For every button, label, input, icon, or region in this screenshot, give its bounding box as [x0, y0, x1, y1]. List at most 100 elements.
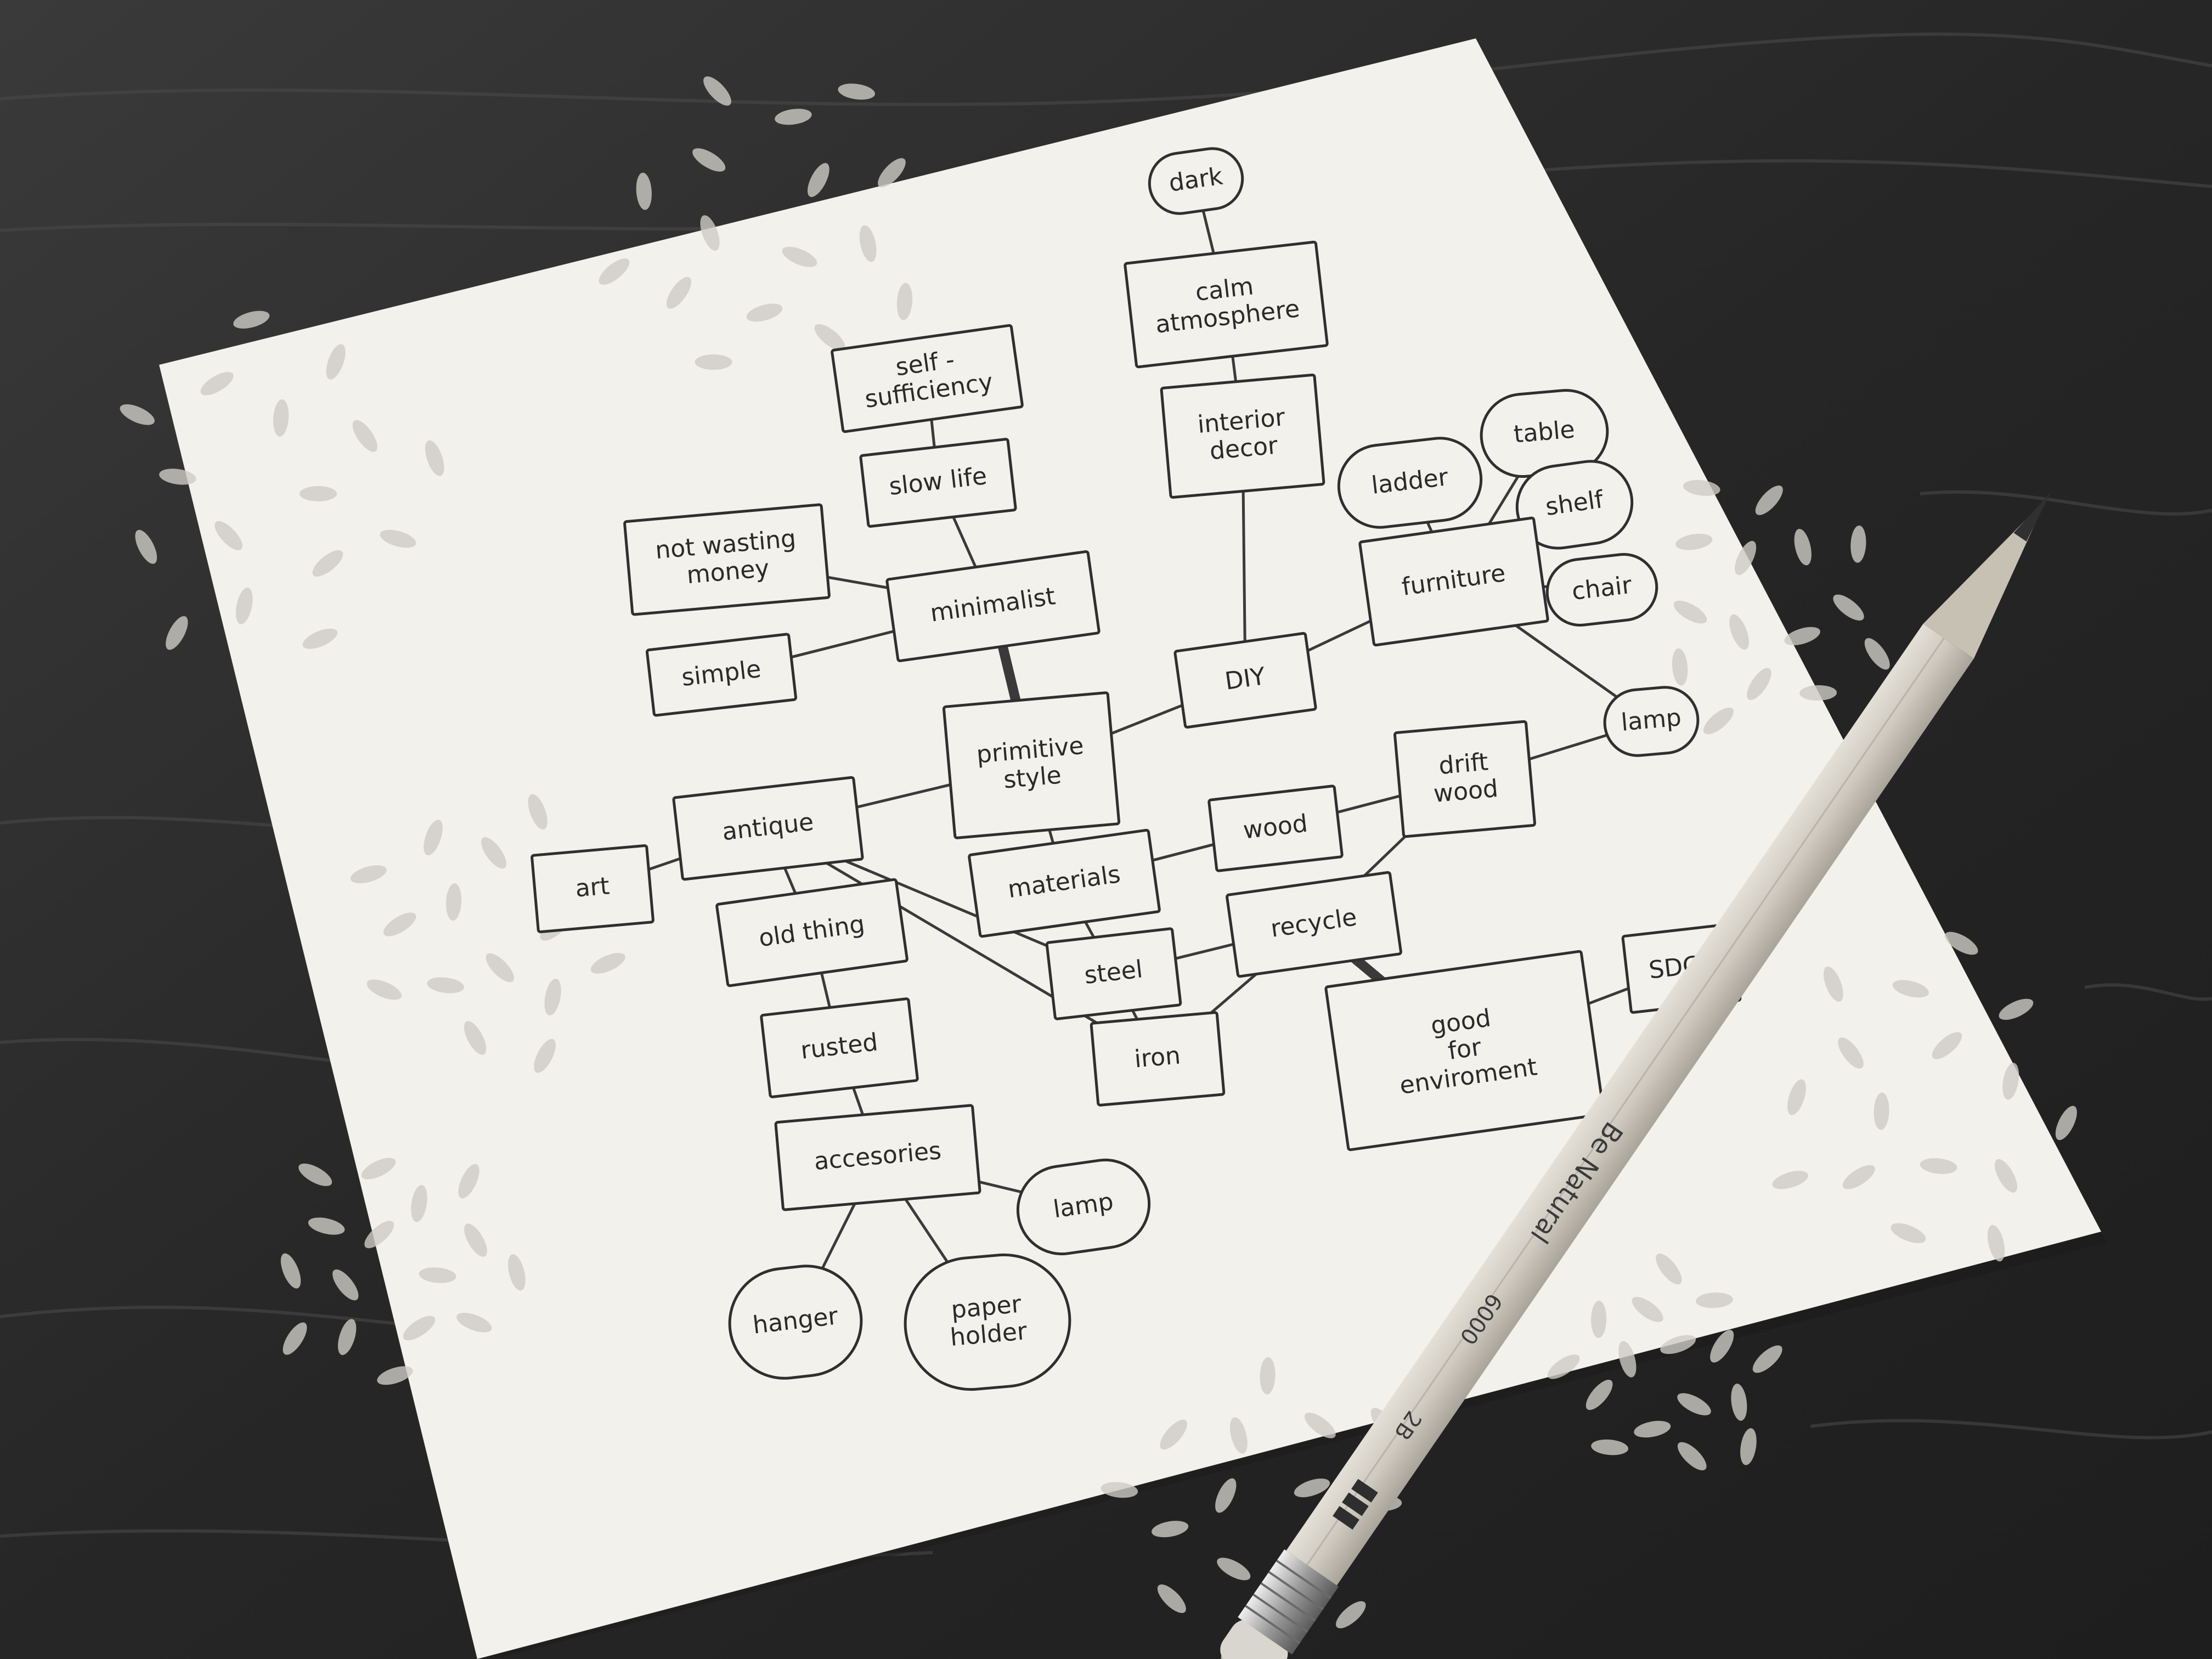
leaf-shape: [666, 276, 692, 309]
node-paper-label: paper: [950, 1290, 1023, 1324]
node-simple-outline: [645, 633, 798, 717]
leaf-shape: [458, 1164, 479, 1199]
leaf-shape: [1656, 1253, 1682, 1285]
node-lamp1-outline: [1603, 686, 1700, 757]
leaf-shape: [383, 912, 416, 936]
leaf-shape: [1799, 685, 1837, 701]
node-primitive-label: style: [1002, 761, 1063, 794]
node-lamp1: lamp: [1603, 686, 1700, 757]
leaf-shape: [1632, 1296, 1663, 1322]
leaf-shape: [695, 354, 732, 370]
leaf-shape: [200, 372, 234, 396]
node-wood: wood: [1207, 785, 1344, 872]
node-lamp1-label: lamp: [1620, 703, 1683, 736]
leaf-shape: [859, 225, 877, 262]
connection-antique-iron: [766, 827, 1159, 1060]
leaf-shape: [302, 628, 338, 649]
leaf-shape: [380, 529, 416, 548]
leaf-shape: [1794, 528, 1812, 566]
leaf-shape: [528, 794, 548, 830]
leaf-shape: [280, 1253, 301, 1289]
leaf-shape: [300, 486, 337, 501]
leaf-shape: [235, 588, 253, 624]
leaf-shape: [1735, 540, 1757, 575]
node-primitive-outline: [942, 691, 1121, 839]
leaf-shape: [775, 109, 812, 125]
leaf-shape: [1672, 648, 1688, 686]
leaf-shape: [1591, 1300, 1607, 1338]
node-paper-label: holder: [949, 1317, 1029, 1352]
node-steel-outline: [1045, 927, 1182, 1020]
leaf-shape: [1891, 1223, 1926, 1243]
node-materials-outline: [968, 828, 1161, 938]
leaf-shape: [1677, 1442, 1707, 1471]
leaf-shape: [424, 820, 443, 856]
node-good-outline: [1324, 950, 1605, 1152]
pencil-sharpened-wood: [1923, 516, 2036, 659]
leaf-shape: [700, 215, 720, 251]
leaf-shape: [273, 399, 289, 437]
leaf-shape: [703, 76, 731, 106]
leaf-shape: [1634, 1420, 1671, 1438]
leaf-shape: [1752, 1345, 1782, 1373]
node-dark-outline: [1148, 147, 1244, 215]
leaf-shape: [215, 521, 242, 551]
leaf-shape: [1987, 1224, 2005, 1262]
leaf-shape: [1823, 966, 1843, 1002]
leaf-shape: [1304, 1412, 1336, 1438]
node-antique: antique: [672, 776, 864, 881]
leaf-shape: [464, 1223, 487, 1257]
node-interior-outline: [1160, 374, 1325, 499]
pencil-lead-tip: [2013, 492, 2051, 542]
leaf-shape: [1618, 1341, 1637, 1378]
leaf-shape: [352, 420, 377, 452]
leaf-shape: [1999, 998, 2034, 1020]
leaf-shape: [1230, 1417, 1248, 1454]
node-hanger: hanger: [728, 1265, 863, 1380]
node-accesories-outline: [774, 1104, 981, 1211]
node-table-label: table: [1513, 415, 1576, 449]
node-diy-label: DIY: [1223, 662, 1267, 696]
leaf-shape: [1932, 1032, 1962, 1059]
leaf-shape: [878, 158, 906, 188]
leaf-shape: [135, 529, 157, 564]
leaf-shape: [1710, 1330, 1734, 1363]
leaf-shape: [1547, 1355, 1580, 1379]
leaf-shape: [1772, 1171, 1809, 1189]
node-dark: dark: [1148, 147, 1244, 215]
leaf-shape: [599, 258, 630, 285]
node-self: self -sufficiency: [831, 324, 1024, 433]
leaf-shape: [1152, 1521, 1189, 1538]
leaf-shape: [425, 440, 444, 476]
leaf-shape: [1101, 1482, 1138, 1498]
leaf-shape: [1747, 668, 1771, 701]
leaf-shape: [332, 1269, 359, 1301]
leaf-shape: [1677, 1393, 1711, 1415]
leaf-shape: [1729, 614, 1749, 650]
leaf-shape: [1842, 1165, 1875, 1189]
node-recycle-outline: [1226, 871, 1402, 978]
node-drift-label: drift: [1437, 748, 1489, 780]
leaf-shape: [312, 550, 343, 577]
node-steel-label: steel: [1083, 955, 1144, 990]
node-furniture: furniture: [1358, 516, 1549, 647]
node-furniture-outline: [1358, 516, 1549, 647]
node-accesories: accesories: [774, 1104, 981, 1211]
leaf-shape: [456, 1312, 492, 1333]
node-art-label: art: [574, 872, 611, 902]
leaf-shape: [366, 979, 402, 1000]
leaf-shape: [507, 1254, 526, 1291]
leaf-shape: [1660, 1335, 1696, 1355]
node-slow-outline: [859, 438, 1017, 528]
node-chair-label: chair: [1571, 571, 1634, 606]
node-minimalist-outline: [885, 550, 1101, 662]
node-notwasting-outline: [623, 503, 831, 616]
node-self-outline: [831, 324, 1024, 433]
leaf-shape: [814, 324, 845, 351]
paper-shadow-edge: [477, 1232, 2107, 1659]
